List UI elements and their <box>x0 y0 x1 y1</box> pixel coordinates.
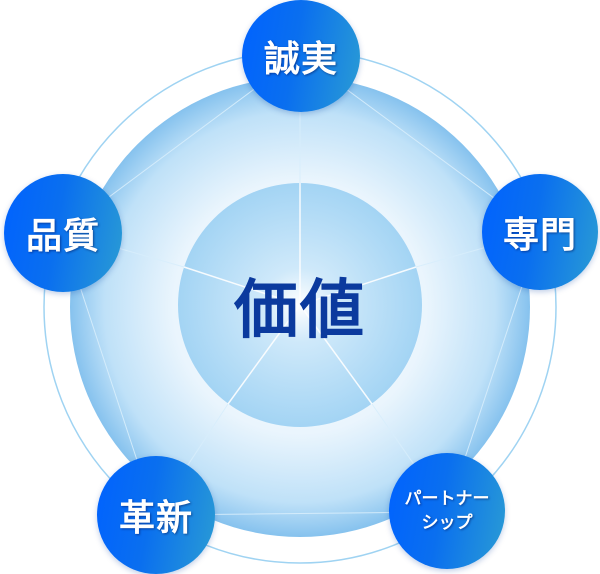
node-honesty: 誠実 <box>242 0 360 112</box>
node-innovation: 革新 <box>97 456 215 574</box>
node-label: 専門 <box>502 215 577 256</box>
node-label: 誠実 <box>263 39 338 80</box>
node-expertise: 専門 <box>482 174 598 290</box>
node-quality: 品質 <box>4 174 122 292</box>
node-label-line1: パートナー <box>404 489 490 509</box>
center-value-label: 価値 <box>234 274 366 348</box>
node-label: 革新 <box>118 498 193 539</box>
node-partnership: パートナー シップ <box>389 453 505 569</box>
node-label: 品質 <box>25 216 100 257</box>
spokes <box>183 183 417 405</box>
node-label-line2: シップ <box>421 513 473 533</box>
